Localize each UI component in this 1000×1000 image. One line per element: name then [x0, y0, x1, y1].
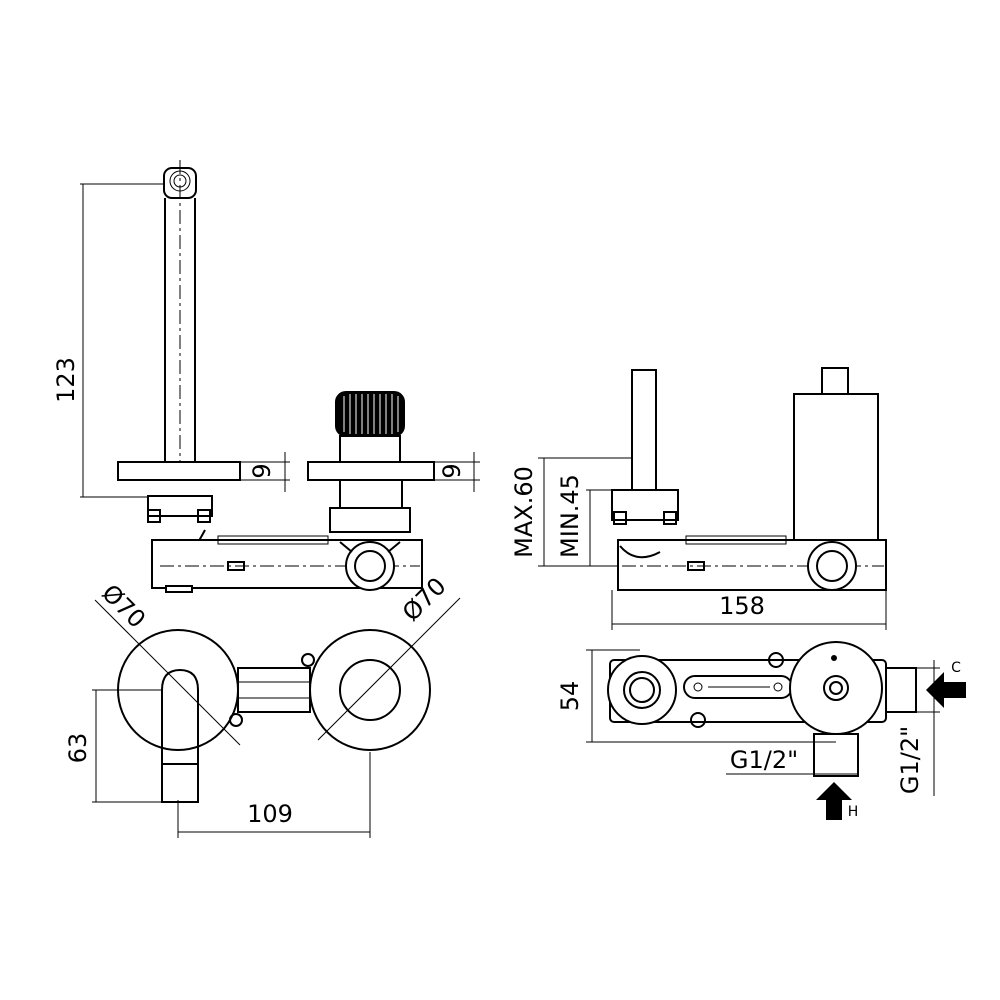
bottom-inlet [813, 733, 859, 777]
front-elevation-view: 123 9 9 [52, 160, 480, 593]
side-elevation-view: MAX.60 MIN.45 158 [510, 367, 887, 630]
valve-inlet-ring [345, 541, 395, 591]
dim-max-depth: MAX.60 [510, 466, 538, 558]
dim-thread-bottom: G1/2" [730, 746, 798, 774]
hot-inlet-label: H [848, 804, 859, 820]
left-connector [147, 495, 213, 517]
dim-body-length: 158 [719, 592, 765, 620]
dim-body-height: 54 [556, 681, 584, 712]
dim-spout-height: 123 [52, 357, 80, 403]
cold-inlet-label: C [951, 660, 961, 676]
dim-min-depth: MIN.45 [556, 474, 584, 558]
side-cartridge-housing [793, 393, 879, 541]
dim-center-distance: 109 [247, 800, 293, 828]
body-plan-view: 54 G1/2" G1/2" C H [556, 641, 966, 820]
side-spout-tube [631, 369, 657, 491]
right-flange-plate [307, 461, 435, 481]
hot-inlet-arrow [816, 782, 852, 820]
dim-plate-thickness-right: 9 [438, 463, 466, 478]
left-flange-plate [117, 461, 241, 481]
handle-knob [335, 391, 405, 437]
handle-stem [339, 435, 401, 463]
dim-thread-side: G1/2" [896, 726, 924, 794]
dim-plate-diameter-left: Ø70 [96, 579, 151, 634]
dim-plate-thickness-left: 9 [248, 463, 276, 478]
right-round-plate [309, 629, 431, 751]
cold-inlet-arrow [926, 672, 966, 708]
plan-view: Ø70 Ø70 63 109 [64, 572, 461, 838]
side-inlet [885, 667, 917, 713]
dim-spout-projection: 63 [64, 733, 92, 764]
